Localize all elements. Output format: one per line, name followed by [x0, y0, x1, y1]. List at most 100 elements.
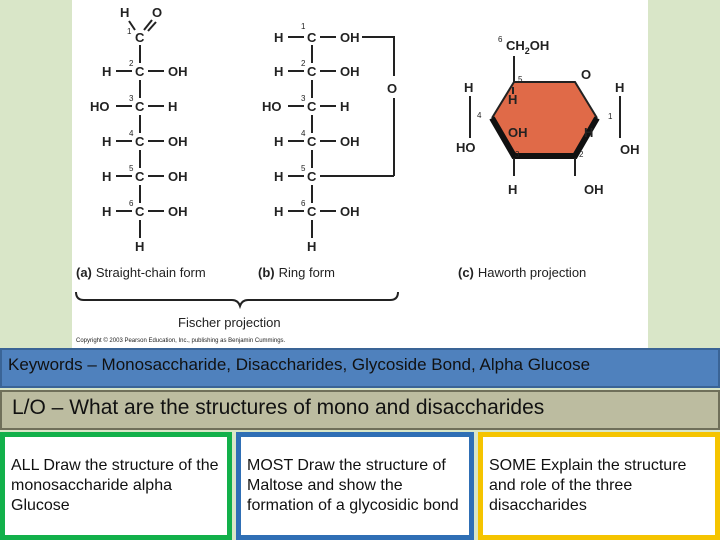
task-all-text: ALL Draw the structure of the monosaccha…	[11, 457, 219, 514]
straight-c6-left: H	[102, 204, 111, 219]
ring-form: C C C C C C 1 2 3 4 5 6 O H OH	[262, 22, 397, 254]
haworth-projection: 6 CH2OH O 5 H 4 H HO OH 3 H H 2 OH 1 H O…	[456, 35, 640, 197]
ring-o: O	[387, 81, 397, 96]
straight-c5-left: H	[102, 169, 111, 184]
haworth-c2-h: H	[584, 125, 593, 140]
copyright-text: Copyright © 2003 Pearson Education, Inc.…	[76, 337, 286, 344]
haworth-ring-o: O	[581, 67, 591, 82]
straight-num-4: 4	[129, 129, 134, 138]
label-a: (a) Straight-chain form	[76, 265, 206, 280]
ring-num-3: 3	[301, 94, 306, 103]
label-fischer: Fischer projection	[178, 315, 281, 330]
straight-c6: C	[135, 204, 145, 219]
ring-num-2: 2	[301, 59, 306, 68]
straight-top-o: O	[152, 5, 162, 20]
haworth-ring	[492, 82, 597, 153]
haworth-c4-ho: HO	[456, 140, 476, 155]
ring-c1-right: OH	[340, 30, 360, 45]
ch2oh-oh: OH	[530, 38, 550, 53]
haworth-c5-h: H	[508, 92, 517, 107]
label-b: (b) Ring form	[258, 265, 335, 280]
ring-c4-left: H	[274, 134, 283, 149]
haworth-num-3: 3	[515, 150, 520, 159]
haworth-num-1: 1	[608, 112, 613, 121]
ring-num-5: 5	[301, 164, 306, 173]
ring-num-4: 4	[301, 129, 306, 138]
haworth-c1-oh: OH	[620, 142, 640, 157]
bond-top-o-b	[147, 21, 157, 32]
task-box-some: SOME Explain the structure and role of t…	[478, 432, 720, 540]
straight-top-h: H	[120, 5, 129, 20]
haworth-c4-h: H	[464, 80, 473, 95]
ring-bracket-top	[362, 36, 395, 76]
haworth-num-2: 2	[579, 150, 584, 159]
straight-num-3: 3	[129, 94, 134, 103]
ring-c6-left: H	[274, 204, 283, 219]
glucose-structures-figure: H O C C C C C C 1 2 3 4 5 6	[72, 0, 648, 348]
straight-c4-right: OH	[168, 134, 188, 149]
learning-objective-bar: L/O – What are the structures of mono an…	[0, 390, 720, 430]
task-box-most: MOST Draw the structure of Maltose and s…	[236, 432, 474, 540]
haworth-c3-h: H	[508, 182, 517, 197]
label-c-letter: (c)	[458, 265, 474, 280]
label-a-letter: (a)	[76, 265, 92, 280]
straight-c5-right: OH	[168, 169, 188, 184]
haworth-ch2oh: CH2OH	[506, 38, 549, 56]
ring-c4: C	[307, 134, 317, 149]
ring-c5-left: H	[274, 169, 283, 184]
haworth-c1-h: H	[615, 80, 624, 95]
label-b-letter: (b)	[258, 265, 275, 280]
label-a-text: Straight-chain form	[96, 265, 206, 280]
straight-num-6: 6	[129, 199, 134, 208]
straight-c3: C	[135, 99, 145, 114]
glucose-diagram: H O C C C C C C 1 2 3 4 5 6	[75, 5, 640, 344]
ring-num-1: 1	[301, 22, 306, 31]
straight-c1: C	[135, 30, 145, 45]
straight-c5: C	[135, 169, 145, 184]
straight-c2: C	[135, 64, 145, 79]
ring-c4-right: OH	[340, 134, 360, 149]
ring-c1-left: H	[274, 30, 283, 45]
ring-c5: C	[307, 169, 317, 184]
haworth-c2-oh: OH	[584, 182, 604, 197]
straight-num-1: 1	[127, 27, 132, 36]
ring-c2-right: OH	[340, 64, 360, 79]
ring-c3: C	[307, 99, 317, 114]
label-c-text: Haworth projection	[478, 265, 586, 280]
ring-bottom-h: H	[307, 239, 316, 254]
ring-c6: C	[307, 204, 317, 219]
straight-c6-right: OH	[168, 204, 188, 219]
ring-c2-left: H	[274, 64, 283, 79]
haworth-ring-front-edge	[489, 116, 600, 159]
ring-c6-right: OH	[340, 204, 360, 219]
ring-num-6: 6	[301, 199, 306, 208]
straight-num-2: 2	[129, 59, 134, 68]
haworth-num-5: 5	[518, 75, 523, 84]
haworth-c3-oh: OH	[508, 125, 528, 140]
straight-c3-right: H	[168, 99, 177, 114]
ring-c1: C	[307, 30, 317, 45]
straight-chain-form: H O C C C C C C 1 2 3 4 5 6	[90, 5, 188, 254]
ring-c2: C	[307, 64, 317, 79]
task-most-text: MOST Draw the structure of Maltose and s…	[247, 457, 459, 514]
haworth-num-4: 4	[477, 111, 482, 120]
label-b-text: Ring form	[279, 265, 335, 280]
ch2oh-sub: 2	[525, 46, 530, 56]
straight-c4-left: H	[102, 134, 111, 149]
label-c: (c) Haworth projection	[458, 265, 586, 280]
ch2oh-ch: CH	[506, 38, 525, 53]
task-some-text: SOME Explain the structure and role of t…	[489, 457, 687, 514]
straight-bottom-h: H	[135, 239, 144, 254]
straight-num-5: 5	[129, 164, 134, 173]
ring-c3-left: HO	[262, 99, 282, 114]
bond-top-o-a	[143, 19, 153, 31]
task-box-all: ALL Draw the structure of the monosaccha…	[0, 432, 232, 540]
bond-top-h	[128, 20, 136, 31]
fischer-brace	[75, 291, 399, 310]
straight-c3-left: HO	[90, 99, 110, 114]
straight-c2-left: H	[102, 64, 111, 79]
straight-c2-right: OH	[168, 64, 188, 79]
ring-c3-right: H	[340, 99, 349, 114]
straight-c4: C	[135, 134, 145, 149]
keywords-bar: Keywords – Monosaccharide, Disaccharides…	[0, 348, 720, 388]
